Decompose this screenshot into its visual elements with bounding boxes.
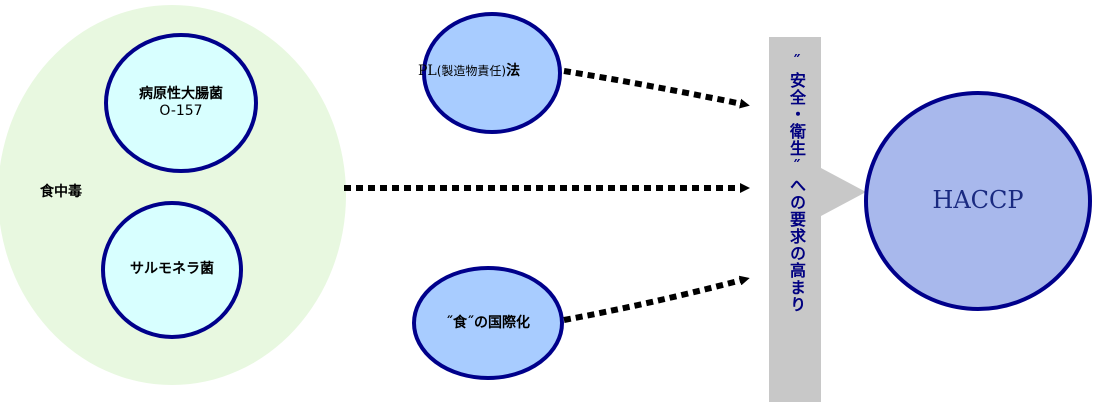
- requirement-bar: [769, 37, 821, 402]
- e-coli-strain: O-157: [159, 102, 203, 119]
- food-poisoning-label: 食中毒: [40, 184, 82, 200]
- arrow-globalization-to-bar: [563, 275, 750, 323]
- haccp-circle: [864, 91, 1092, 311]
- salmonella-label: サルモネラ菌: [130, 261, 214, 277]
- pl-law-abbr: PL: [418, 63, 437, 79]
- arrow-pl-to-bar: [563, 68, 750, 109]
- requirement-pointer: [821, 168, 866, 216]
- globalization-label: ˝食˝の国際化: [446, 315, 530, 331]
- e-coli-name: 病原性大腸菌: [139, 86, 223, 102]
- salmonella-circle: [101, 201, 243, 339]
- requirement-bar-text: ˝安全・衛生˝への要求の高まり: [787, 52, 806, 313]
- food-poisoning-region: [0, 5, 346, 385]
- pl-law-label: PL(製造物責任)法: [418, 63, 520, 80]
- pl-law-paren: (製造物責任): [436, 64, 507, 78]
- e-coli-label: 病原性大腸菌 O-157: [106, 86, 256, 120]
- e-coli-circle: [104, 33, 258, 173]
- globalization-circle: [412, 266, 564, 380]
- haccp-label: HACCP: [932, 186, 1024, 214]
- pl-law-circle: [422, 12, 562, 134]
- pl-law-suffix: 法: [506, 63, 521, 79]
